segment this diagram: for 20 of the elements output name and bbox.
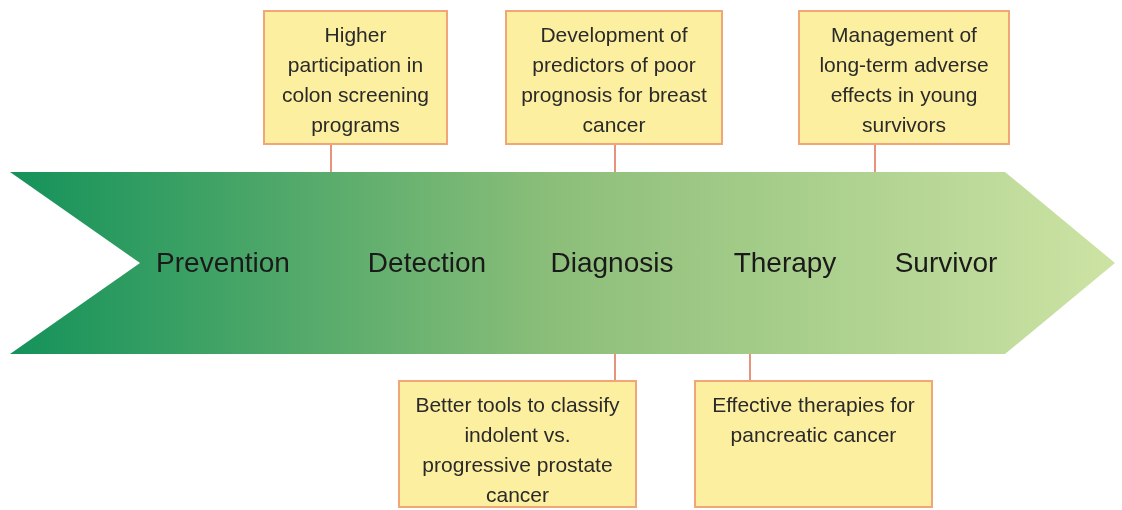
stage-label: Diagnosis [550, 246, 674, 280]
note-text: Management of long-term adverse effects in young survivors [818, 22, 990, 138]
leader-line [874, 144, 876, 173]
stage-label: Detection [367, 246, 487, 280]
leader-line [614, 144, 616, 173]
note-box [798, 10, 1010, 145]
leader-line [614, 353, 616, 381]
stage-label: Prevention [156, 246, 290, 280]
stage-label: Survivor [894, 246, 998, 280]
note-text: Development of predictors of poor prognosis for breast cancer [520, 22, 708, 138]
note-text: Higher participation in colon screening programs [280, 22, 431, 138]
leader-line [330, 144, 332, 173]
note-text: Effective therapies for pancreatic cancer [711, 392, 916, 448]
stage-label: Therapy [733, 246, 837, 280]
note-box [398, 380, 637, 508]
note-box [694, 380, 933, 508]
note-box [263, 10, 448, 145]
note-box [505, 10, 723, 145]
leader-line [749, 353, 751, 381]
note-text: Better tools to classify indolent vs. progressive prostate cancer [414, 392, 621, 508]
